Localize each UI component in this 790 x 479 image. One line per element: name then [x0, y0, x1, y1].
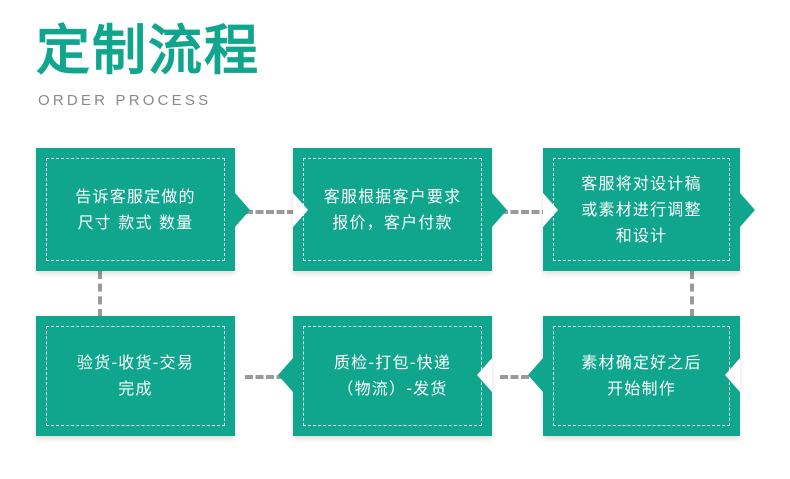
arrow-step5-left-icon — [278, 358, 293, 392]
flow-step-3[interactable]: 客服将对设计稿 或素材进行调整 和设计 — [543, 148, 740, 271]
flow-step-2[interactable]: 客服根据客户要求 报价，客户付款 — [293, 148, 492, 271]
flow-step-1-label: 告诉客服定做的 尺寸 款式 数量 — [75, 186, 196, 232]
arrow-step2-right-icon — [492, 193, 507, 227]
flow-step-3-inner: 客服将对设计稿 或素材进行调整 和设计 — [553, 158, 730, 261]
connector-step1-to-step2 — [245, 210, 295, 214]
connector-step3-to-step4 — [690, 271, 694, 317]
flow-step-2-inner: 客服根据客户要求 报价，客户付款 — [303, 158, 482, 261]
arrow-step4-left-icon — [528, 358, 543, 392]
flow-step-1-inner: 告诉客服定做的 尺寸 款式 数量 — [46, 158, 225, 261]
flow-step-5-inner: 质检-打包-快递 （物流）-发货 — [303, 326, 482, 426]
notch-step2-left-icon — [293, 193, 308, 227]
connector-step1-to-step6 — [98, 271, 102, 317]
flow-step-4-label: 素材确定好之后 开始制作 — [581, 353, 702, 398]
page-subtitle: ORDER PROCESS — [38, 92, 212, 109]
flow-step-4-inner: 素材确定好之后 开始制作 — [553, 326, 730, 426]
connector-step5-to-step6 — [245, 375, 295, 379]
flow-step-4[interactable]: 素材确定好之后 开始制作 — [543, 316, 740, 436]
connector-step4-to-step5 — [500, 375, 550, 379]
connector-step2-to-step3 — [500, 210, 550, 214]
flow-step-6-inner: 验货-收货-交易 完成 — [46, 326, 225, 426]
flow-step-6-label: 验货-收货-交易 完成 — [76, 353, 195, 398]
flow-step-2-label: 客服根据客户要求 报价，客户付款 — [323, 186, 462, 232]
flow-step-6[interactable]: 验货-收货-交易 完成 — [36, 316, 235, 436]
notch-step5-right-icon — [477, 358, 492, 392]
notch-step3-left-icon — [543, 193, 558, 227]
flow-step-1[interactable]: 告诉客服定做的 尺寸 款式 数量 — [36, 148, 235, 271]
page-title: 定制流程 — [36, 19, 260, 82]
header: 定制流程 ORDER PROCESS — [36, 19, 260, 110]
flow-step-5-label: 质检-打包-快递 （物流）-发货 — [333, 353, 452, 398]
arrow-step3-right-icon — [740, 193, 755, 227]
notch-step4-right-icon — [725, 358, 740, 392]
flow-step-5[interactable]: 质检-打包-快递 （物流）-发货 — [293, 316, 492, 436]
flow-step-3-label: 客服将对设计稿 或素材进行调整 和设计 — [581, 173, 702, 245]
arrow-step1-right-icon — [235, 193, 250, 227]
